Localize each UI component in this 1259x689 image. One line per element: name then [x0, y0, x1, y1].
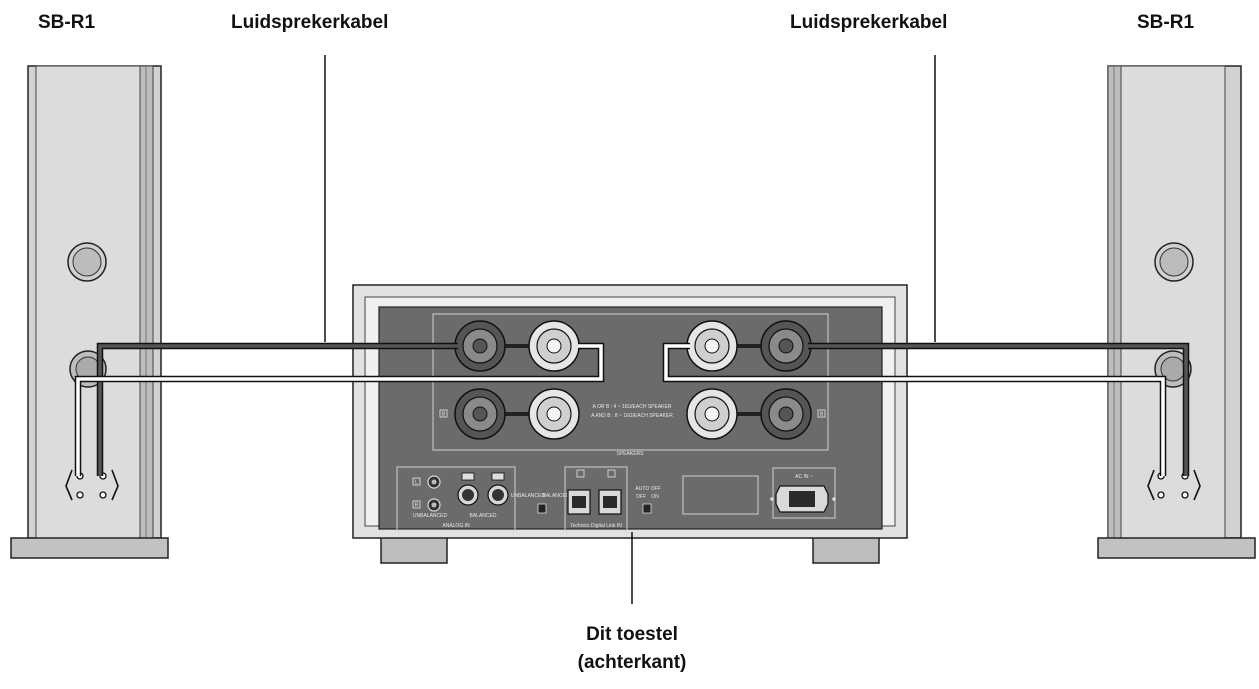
- lan-ports-icon: [567, 489, 622, 515]
- terminal-r: R: [415, 503, 419, 509]
- input-switch-icon: [537, 503, 547, 514]
- xlr-jacks-icon: [457, 472, 509, 506]
- speaker-link-label: Technics Digital Link IN: [570, 523, 622, 529]
- terminal-b-right: B: [820, 412, 824, 418]
- cable-right-dark: [808, 342, 1190, 476]
- label-cable-right: Luidsprekerkabel: [790, 12, 948, 33]
- binding-posts-bottom: [454, 388, 812, 440]
- cable-left-dark: [96, 342, 458, 476]
- auto-off-off: OFF: [636, 494, 646, 500]
- cable-right-light: [662, 342, 1167, 476]
- impedance-line1: A OR B : 4 ~ 16Ω/EACH SPEAKER: [593, 404, 672, 410]
- power-inlet-icon: [770, 485, 836, 513]
- label-speaker-right: SB-R1: [1137, 12, 1195, 33]
- label-cable-left: Luidsprekerkabel: [231, 12, 389, 33]
- balanced-label: BALANCED: [470, 513, 497, 519]
- label-unit-line1: Dit toestel: [586, 624, 678, 645]
- auto-off-on: ON: [651, 494, 659, 500]
- auto-off-switch-icon: [642, 503, 652, 514]
- analog-in-label: ANALOG IN: [442, 523, 470, 529]
- amplifier-rear: SPEAKERS: [352, 284, 908, 564]
- rca-jacks-icon: [427, 475, 441, 512]
- ac-in-label: AC IN ~: [795, 474, 813, 480]
- speakers-title: SPEAKERS: [617, 451, 645, 457]
- speaker-left: [10, 65, 169, 559]
- cable-left-light: [74, 342, 605, 476]
- auto-off-label: AUTO OFF: [635, 486, 660, 492]
- binding-posts-top: [454, 320, 812, 372]
- switch-unbalanced-label: UNBALANCED: [511, 493, 546, 499]
- terminal-b-left: B: [442, 412, 446, 418]
- label-plate: [682, 475, 759, 515]
- label-unit-line2: (achterkant): [577, 652, 687, 673]
- terminal-l: L: [415, 480, 418, 486]
- switch-balanced-label: BALANCED: [543, 493, 570, 499]
- impedance-line2: A AND B : 8 ~ 16Ω/EACH SPEAKER: [591, 413, 673, 419]
- unbalanced-label: UNBALANCED: [413, 513, 448, 519]
- speaker-right: [1097, 65, 1256, 559]
- label-speaker-left: SB-R1: [38, 12, 96, 33]
